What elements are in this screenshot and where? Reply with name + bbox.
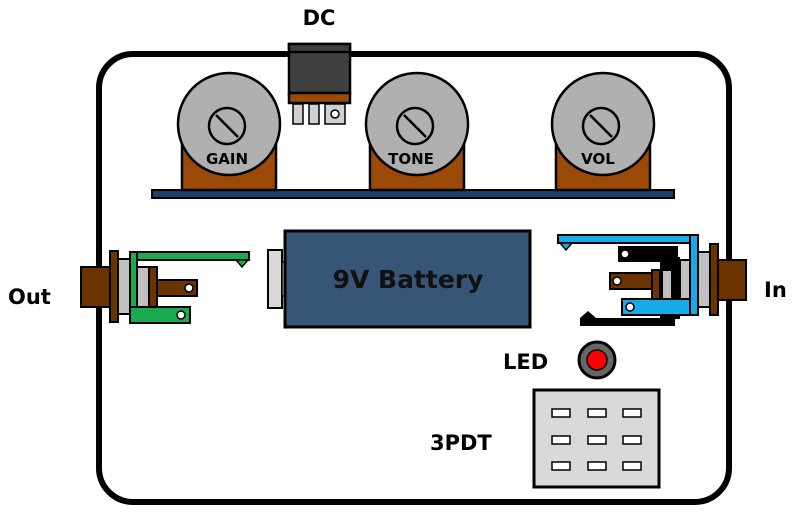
dc-jack-top [287, 42, 352, 54]
pot-gain: GAIN [176, 71, 282, 192]
switch-lug-1 [551, 408, 571, 418]
pot-vol-knob [550, 71, 656, 177]
out-jack-sleeve-lug [129, 306, 191, 324]
in-jack-blue-frame [689, 234, 699, 316]
battery-body [283, 229, 532, 329]
out-jack-sleeve-hole [176, 310, 186, 320]
switch-lug-6 [622, 435, 642, 445]
switch-lug-2 [587, 408, 607, 418]
in-jack-black-contact [580, 311, 675, 326]
in-jack-nut [717, 259, 747, 301]
in-jack-blue-contact [558, 242, 574, 252]
pot-vol-screw-icon [581, 106, 621, 146]
switch-lug-9 [622, 461, 642, 471]
led-label: LED [503, 350, 548, 374]
pot-tone-label: TONE [388, 150, 434, 168]
pot-vol-label: VOL [581, 150, 615, 168]
in-jack-tip-hole [612, 276, 622, 286]
switch-lugs [551, 408, 642, 471]
pot-gain-screw-icon [207, 106, 247, 146]
pot-gain-knob [176, 71, 282, 177]
switch-lug-5 [587, 435, 607, 445]
switch-lug-7 [551, 461, 571, 471]
dc-jack-base [287, 91, 352, 105]
pot-tone-screw-icon [395, 106, 435, 146]
dc-pin-2 [308, 103, 320, 125]
out-jack-green-arm [136, 251, 250, 261]
in-label: In [764, 278, 787, 302]
in-jack-switch-hole [620, 249, 630, 259]
pot-vol: VOL [550, 71, 656, 192]
in-jack-washer [709, 243, 719, 316]
switch-label: 3PDT [430, 431, 492, 455]
out-label: Out [8, 285, 51, 309]
pot-tone-knob [364, 71, 470, 177]
footswitch-3pdt: 3PDT [430, 388, 661, 489]
dc-pin-hole [330, 109, 340, 119]
battery: 9V Battery [267, 229, 532, 329]
led-lens [586, 349, 608, 371]
in-jack-blue-arm [557, 234, 691, 244]
out-jack-tip-hole [184, 283, 194, 293]
pot-gain-screw-slot [215, 114, 239, 138]
in-jack-switch-lug [618, 246, 678, 262]
led: LED [503, 340, 617, 380]
in-jack-sleeve-lug [621, 298, 691, 316]
dc-label: DC [303, 6, 336, 30]
pot-vol-screw-slot [589, 114, 613, 138]
in-jack-tip-lug [609, 272, 653, 290]
pot-tone-screw-slot [403, 114, 427, 138]
switch-lug-3 [622, 408, 642, 418]
in-jack: In [557, 234, 787, 326]
out-jack-back [148, 266, 158, 308]
battery-label: 9V Battery [333, 265, 484, 294]
in-jack-sleeve-hole [625, 302, 635, 312]
out-jack-washer [109, 250, 119, 323]
pot-gain-label: GAIN [206, 150, 248, 168]
out-jack-green-frame [129, 251, 138, 310]
battery-terminal [267, 249, 283, 309]
out-jack-green-contact [234, 259, 250, 269]
dc-pin-1 [292, 103, 304, 125]
dc-jack: DC [287, 6, 352, 125]
out-jack: Out [8, 250, 250, 324]
pot-tone: TONE [364, 71, 470, 192]
switch-lug-8 [587, 461, 607, 471]
switch-lug-4 [551, 435, 571, 445]
